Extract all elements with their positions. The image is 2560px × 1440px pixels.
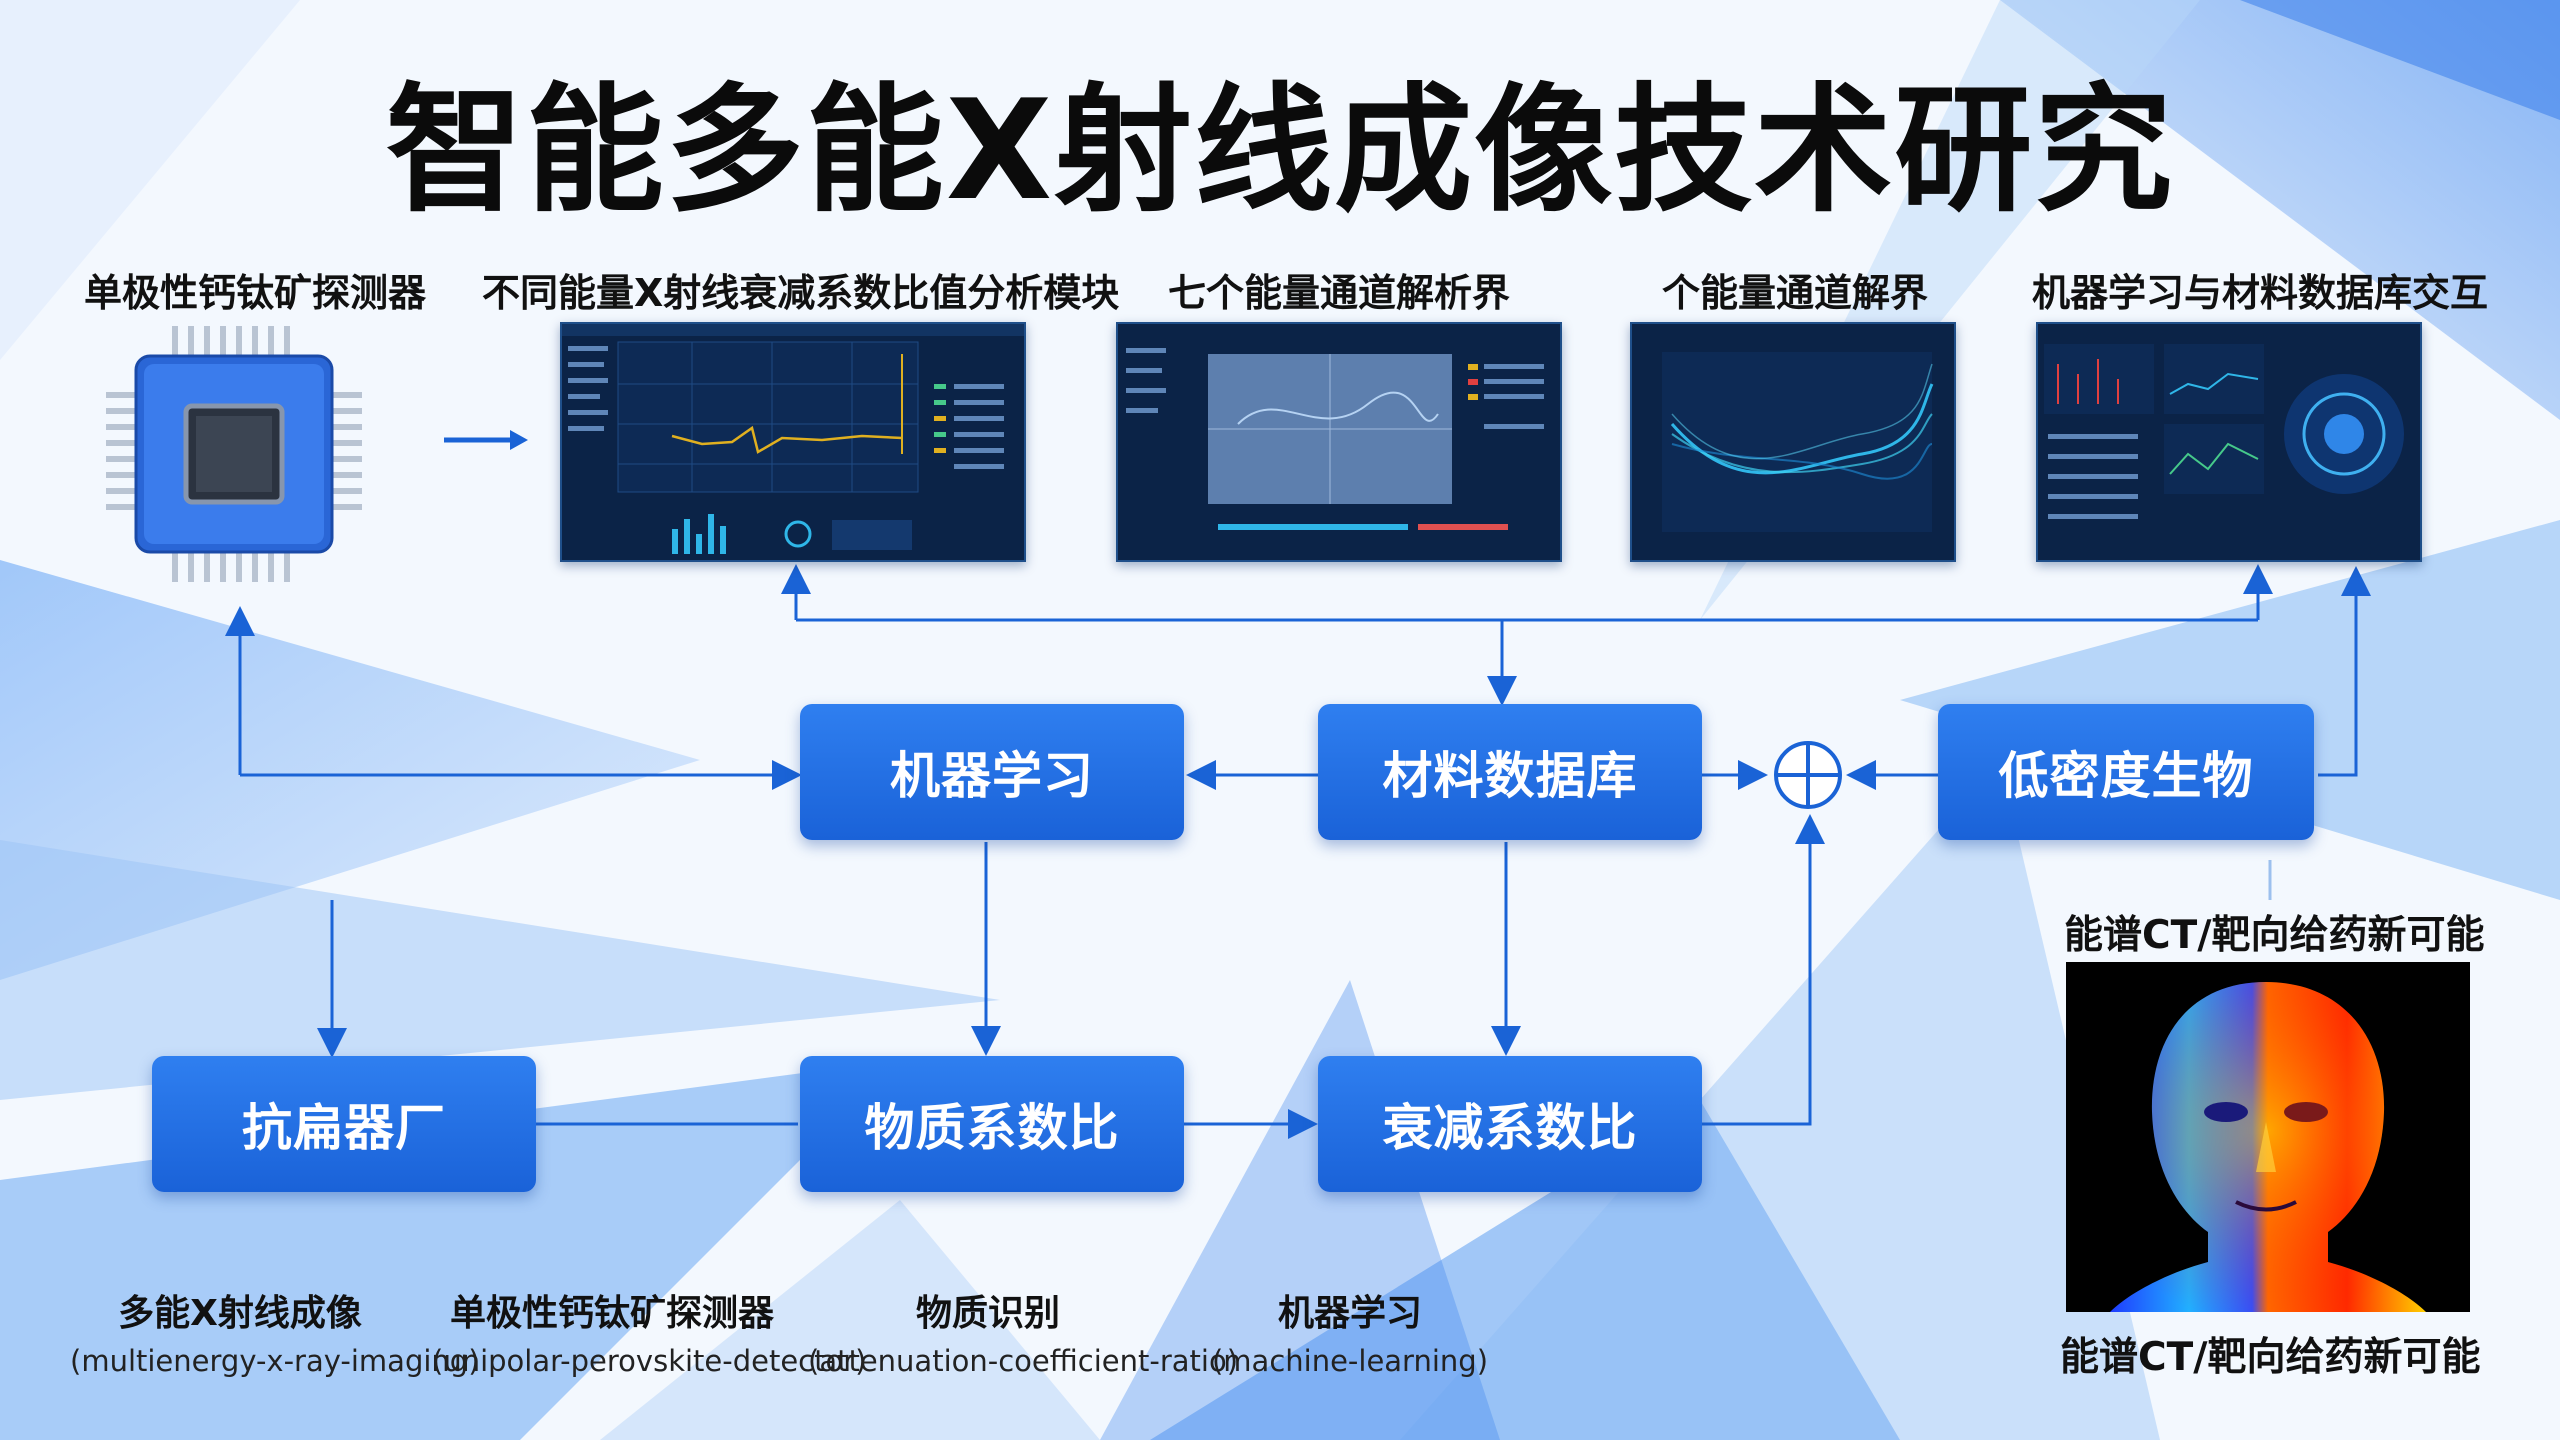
- screen-seven-channel: [1116, 322, 1562, 562]
- bottom-label-material-id: 物质识别 (attenuation-coefficient-ratio): [808, 1284, 1239, 1378]
- box-material-ratio[interactable]: 物质系数比: [800, 1056, 1184, 1192]
- bottom-label-en: (unipolar-perovskite-detector): [432, 1344, 867, 1378]
- bottom-label-ml: 机器学习 (machine-learning): [1200, 1284, 1500, 1378]
- box-machine-learning[interactable]: 机器学习: [800, 704, 1184, 840]
- bottom-label-zh: 机器学习: [1277, 1293, 1422, 1334]
- bottom-label-multienergy: 多能X射线成像 (multienergy-x-ray-imaging): [70, 1284, 480, 1378]
- top-label-channel-interface: 个能量通道解界: [1662, 271, 1929, 315]
- box-material-database[interactable]: 材料数据库: [1318, 704, 1702, 840]
- top-label-ml-database: 机器学习与材料数据库交互: [2032, 271, 2489, 315]
- bottom-label-zh: 单极性钙钛矿探测器: [449, 1293, 774, 1334]
- arrow-chip-to-module: [444, 430, 528, 450]
- bottom-label-detector: 单极性钙钛矿探测器 (unipolar-perovskite-detector): [432, 1284, 867, 1378]
- spectral-ct-head-image: [2066, 962, 2470, 1312]
- box-attenuation-ratio[interactable]: 衰减系数比: [1318, 1056, 1702, 1192]
- right-panel-top-label: 能谱CT/靶向给药新可能: [2064, 913, 2485, 958]
- perovskite-chip-icon: [106, 326, 362, 582]
- box-left-detector[interactable]: 抗扁器厂: [152, 1056, 536, 1192]
- top-label-seven-channel: 七个能量通道解析界: [1168, 271, 1511, 315]
- bottom-label-zh: 物质识别: [915, 1293, 1060, 1334]
- bottom-label-en: (machine-learning): [1211, 1344, 1489, 1378]
- bottom-label-en: (attenuation-coefficient-ratio): [808, 1344, 1239, 1378]
- page-title: 智能多能X射线成像技术研究: [385, 70, 2175, 231]
- sum-node-icon: [1774, 741, 1842, 809]
- top-label-ratio-module: 不同能量X射线衰减系数比值分析模块: [482, 271, 1120, 315]
- top-label-detector: 单极性钙钛矿探测器: [84, 271, 427, 315]
- right-panel-bottom-label: 能谱CT/靶向给药新可能: [2060, 1335, 2481, 1380]
- bottom-label-zh: 多能X射线成像: [118, 1293, 362, 1334]
- bottom-label-en: (multienergy-x-ray-imaging): [70, 1344, 480, 1378]
- screen-channel-interface: [1630, 322, 1956, 562]
- screen-ratio-analysis: [560, 322, 1026, 562]
- box-low-density-bio[interactable]: 低密度生物: [1938, 704, 2314, 840]
- screen-ml-database: [2036, 322, 2422, 562]
